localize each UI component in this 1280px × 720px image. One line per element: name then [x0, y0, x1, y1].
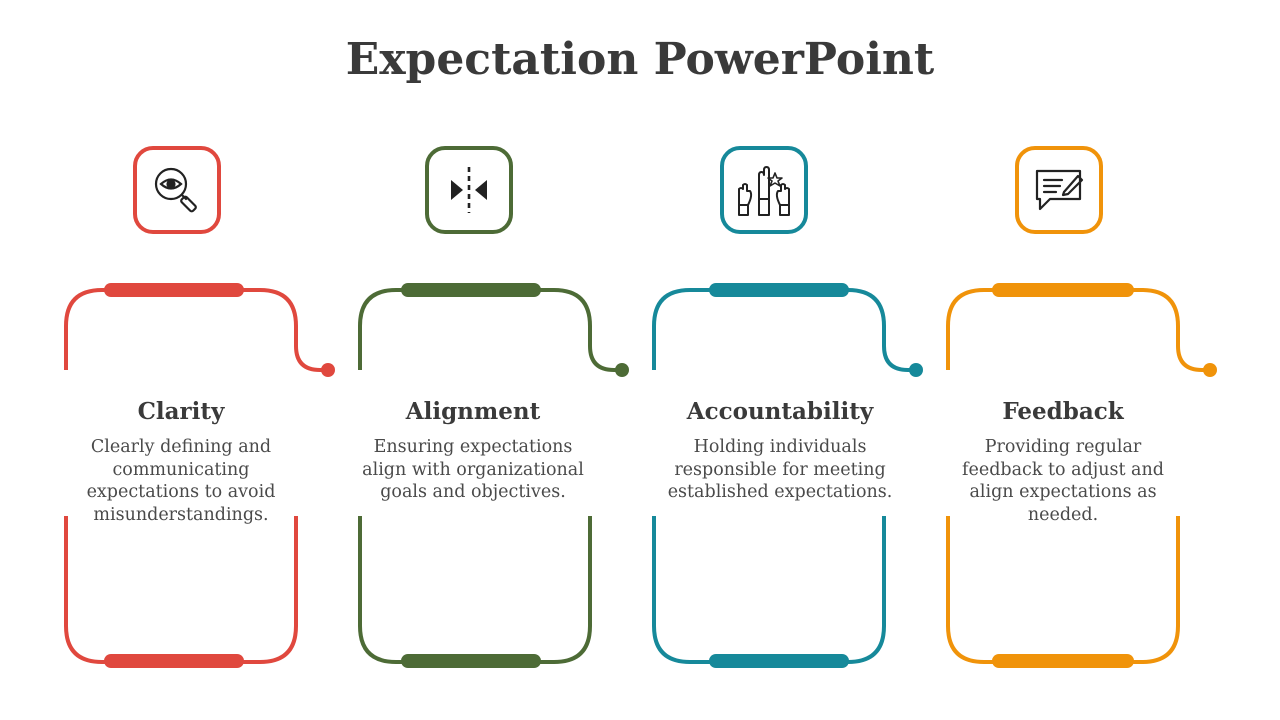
feedback-chat-icon — [1015, 146, 1103, 234]
raised-hands-icon — [720, 146, 808, 234]
page-title: Expectation PowerPoint — [345, 34, 935, 85]
card-frame — [358, 283, 629, 668]
card-clarity: Clarity Clearly defining and communicati… — [64, 140, 364, 680]
card-frame — [946, 283, 1217, 668]
card-description: Ensuring expectations align with organiz… — [362, 437, 584, 502]
card-description: Providing regular feedback to adjust and… — [962, 437, 1164, 525]
card-heading: Clarity — [137, 398, 225, 425]
card-description: Clearly defining and communicating expec… — [86, 437, 276, 525]
card-alignment: Alignment Ensuring expectations align wi… — [358, 140, 658, 680]
card-accountability: Accountability Holding individuals respo… — [652, 140, 952, 680]
align-arrows-icon — [425, 146, 513, 234]
card-description: Holding individuals responsible for meet… — [667, 437, 893, 502]
search-eye-icon — [133, 146, 221, 234]
card-heading: Alignment — [405, 398, 541, 425]
card-frame — [64, 283, 335, 668]
card-heading: Feedback — [1002, 398, 1124, 425]
card-heading: Accountability — [686, 398, 874, 425]
card-frame — [652, 283, 923, 668]
card-feedback: Feedback Providing regular feedback to a… — [946, 140, 1246, 680]
